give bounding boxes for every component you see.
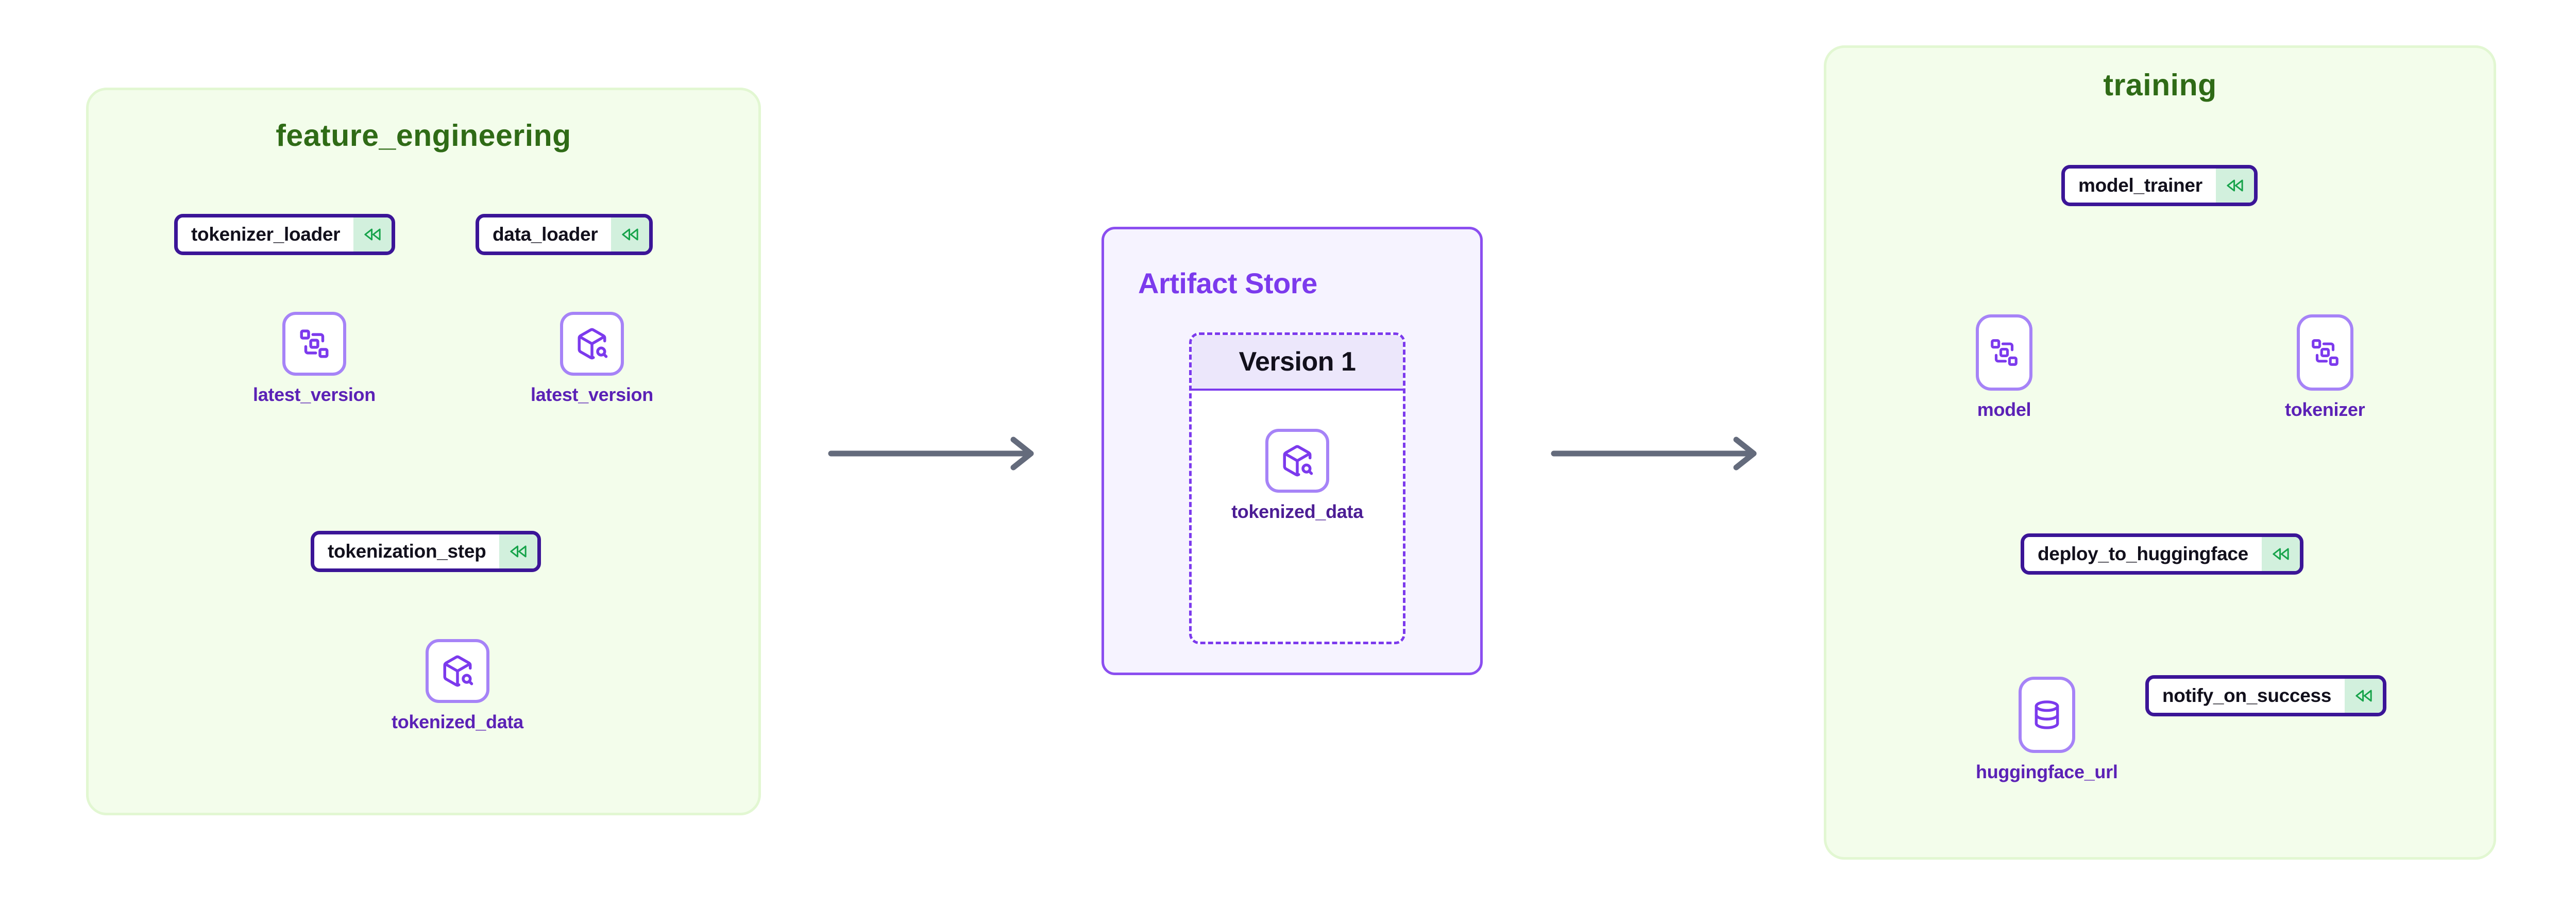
version-box[interactable]: Version 1 tokenized_data — [1189, 332, 1405, 644]
artifact-label: latest_version — [531, 384, 653, 405]
artifact-label: huggingface_url — [1976, 761, 2118, 782]
workflow-icon — [282, 312, 346, 376]
step-node-model-trainer[interactable]: model_trainer — [2061, 165, 2258, 206]
step-node-tokenization-step[interactable]: tokenization_step — [311, 531, 541, 572]
artifact-store-panel[interactable]: Artifact Store Version 1 tokenized_data — [1101, 227, 1483, 675]
step-node-deploy-to-huggingface[interactable]: deploy_to_huggingface — [2021, 533, 2303, 575]
database-icon — [2018, 677, 2075, 753]
group-feature-engineering[interactable]: feature_engineering — [86, 88, 761, 815]
rewind-icon[interactable] — [611, 217, 650, 252]
artifact-label: model — [1977, 399, 2031, 420]
rewind-icon[interactable] — [499, 534, 538, 568]
group-title-training: training — [2103, 68, 2217, 102]
package-search-icon — [425, 639, 489, 703]
group-title-feature-engineering: feature_engineering — [276, 119, 571, 153]
artifact-node-tokenizer[interactable]: tokenizer — [2285, 314, 2365, 421]
artifact-node-latest-version-data[interactable]: latest_version — [531, 312, 653, 406]
version-label: Version 1 — [1239, 347, 1356, 377]
artifact-label: tokenized_data — [392, 711, 523, 732]
step-label: data_loader — [493, 224, 598, 245]
connector-arrow-fe-to-store — [828, 437, 1034, 471]
step-label: notify_on_success — [2162, 685, 2332, 706]
step-node-tokenizer-loader[interactable]: tokenizer_loader — [174, 214, 396, 255]
artifact-label: tokenized_data — [1231, 501, 1363, 522]
package-search-icon — [1265, 429, 1329, 493]
version-header: Version 1 — [1192, 335, 1403, 391]
connector-arrow-store-to-training — [1551, 437, 1757, 471]
workflow-icon — [1976, 314, 2032, 391]
artifact-node-model[interactable]: model — [1976, 314, 2032, 421]
workflow-icon — [2296, 314, 2353, 391]
artifact-node-latest-version-tokenizer[interactable]: latest_version — [253, 312, 376, 406]
rewind-icon[interactable] — [353, 217, 392, 252]
artifact-node-huggingface-url[interactable]: huggingface_url — [1976, 677, 2118, 783]
step-node-notify-on-success[interactable]: notify_on_success — [2145, 675, 2387, 716]
artifact-store-title: Artifact Store — [1138, 267, 1317, 299]
package-search-icon — [560, 312, 624, 376]
artifact-label: tokenizer — [2285, 399, 2365, 420]
artifact-label: latest_version — [253, 384, 376, 405]
step-node-data-loader[interactable]: data_loader — [476, 214, 653, 255]
step-label: tokenizer_loader — [191, 224, 341, 245]
rewind-icon[interactable] — [2215, 169, 2254, 203]
step-label: deploy_to_huggingface — [2038, 543, 2248, 564]
step-label: tokenization_step — [328, 541, 486, 562]
rewind-icon[interactable] — [2261, 537, 2300, 571]
rewind-icon[interactable] — [2345, 679, 2383, 713]
artifact-node-tokenized-data[interactable]: tokenized_data — [392, 639, 523, 733]
step-label: model_trainer — [2078, 175, 2202, 196]
